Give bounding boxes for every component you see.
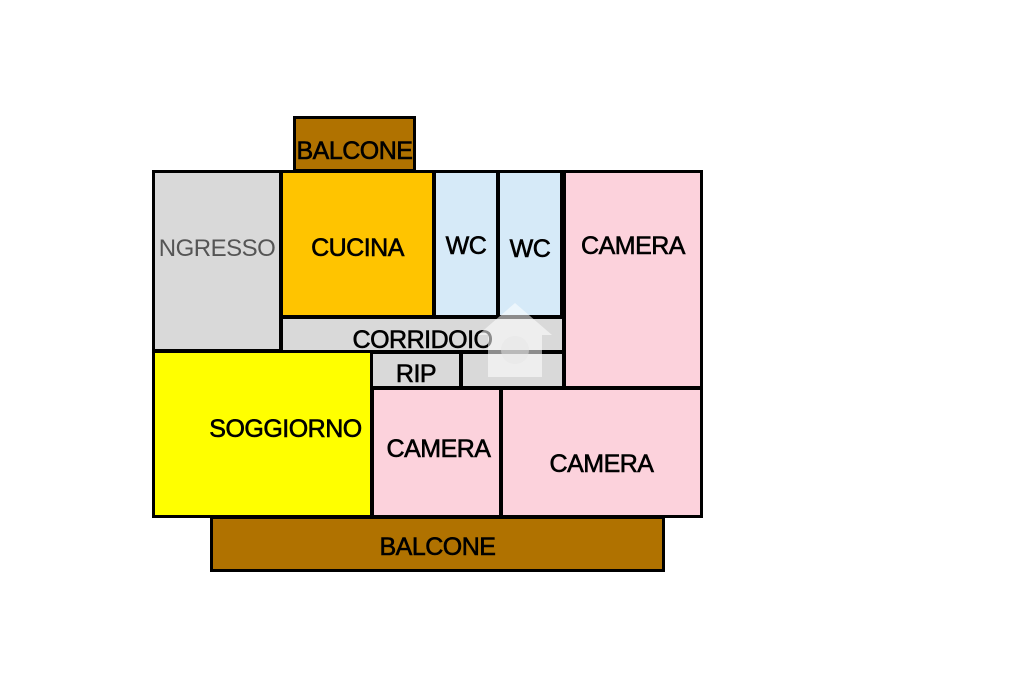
balcone-top-room: BALCONE <box>293 116 416 172</box>
ingresso-room: NGRESSO <box>152 170 282 352</box>
corridoio-label: CORRIDOIO <box>352 326 493 355</box>
soggiorno-room: SOGGIORNO <box>152 350 373 518</box>
balcone-bottom-room: BALCONE <box>210 516 665 572</box>
camera-right-room: CAMERA <box>563 170 703 389</box>
balcone-top-label: BALCONE <box>296 136 413 165</box>
house-watermark-icon <box>478 303 552 377</box>
cucina-label: CUCINA <box>311 233 405 262</box>
balcone-bottom-label: BALCONE <box>379 532 496 561</box>
rip-label: RIP <box>395 359 437 388</box>
camera-middle-room: CAMERA <box>371 387 502 518</box>
wc-2-label: WC <box>509 234 551 263</box>
wc-1-room: WC <box>433 170 499 318</box>
cucina-room: CUCINA <box>280 170 435 318</box>
wc-1-label: WC <box>445 231 487 260</box>
camera-middle-label: CAMERA <box>386 435 491 464</box>
rip-room: RIP <box>370 351 462 389</box>
ingresso-label: NGRESSO <box>158 235 276 262</box>
camera-bottom-right-room: CAMERA <box>500 387 703 518</box>
camera-bottom-right-label: CAMERA <box>549 450 654 479</box>
camera-right-label: CAMERA <box>581 232 686 261</box>
soggiorno-label: SOGGIORNO <box>209 414 363 443</box>
